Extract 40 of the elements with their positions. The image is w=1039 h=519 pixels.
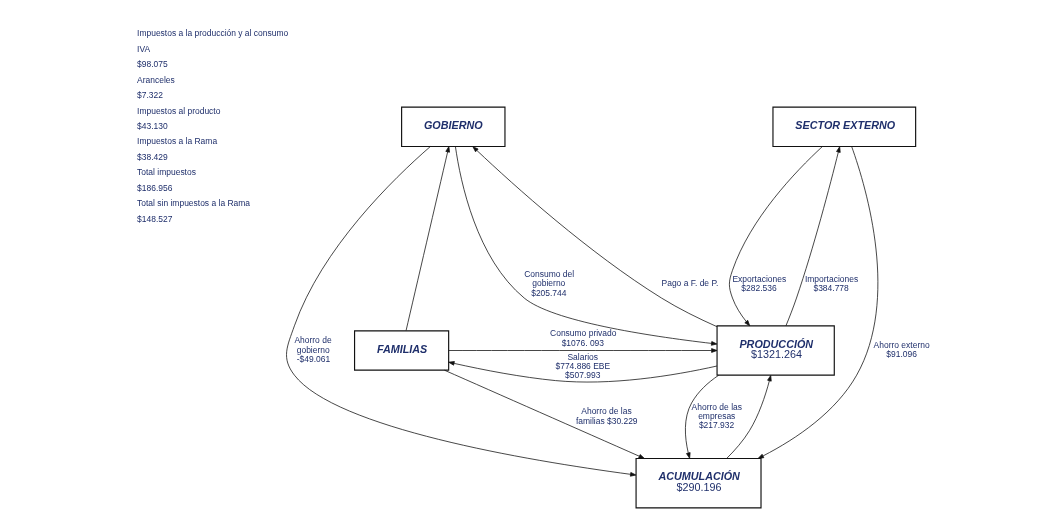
label: Aranceles [136, 74, 175, 85]
edge-label: Pago a F. de P. [661, 278, 718, 289]
label: Impuestos a la Rama [136, 136, 217, 147]
node-box: PRODUCCIÓN $1321.264 [715, 325, 835, 376]
node-box: GOBIERNO [400, 106, 506, 148]
arrow [405, 146, 450, 331]
arrow [454, 146, 717, 346]
arrow [448, 348, 717, 353]
edge-label: Ahorro externo $91.096 [873, 340, 930, 360]
label: IVA [136, 43, 150, 54]
arrow [684, 374, 719, 459]
label: $148.527 [136, 213, 172, 224]
arrow [728, 146, 823, 327]
arrow [785, 146, 841, 327]
arrow [447, 361, 717, 383]
arrow [443, 369, 645, 459]
edge-label: Exportaciones $282.536 [731, 273, 786, 293]
edge-label: Importaciones $384.778 [804, 273, 858, 293]
edge-label: Salarios $774.886 EBE $507.993 [554, 351, 610, 381]
node-box: ACUMULACIÓN $290.196 [635, 457, 762, 509]
label: $186.956 [136, 182, 172, 193]
label: $38.429 [136, 151, 168, 162]
edge-label: Ahorro de las familias $30.229 [575, 406, 638, 426]
label: Impuestos al producto [136, 105, 220, 116]
arrow [757, 146, 878, 459]
arrow [285, 146, 636, 477]
label: $98.075 [136, 59, 168, 70]
label: Total sin impuestos a la Rama [136, 198, 250, 209]
edge-label: Consumo privado $1076. 093 [549, 328, 616, 348]
arrow [725, 375, 772, 459]
label: $43.130 [136, 121, 168, 132]
label: Impuestos a la producción y al consumo [136, 28, 288, 39]
label: Total impuestos [136, 167, 196, 178]
label: $7.322 [136, 90, 163, 101]
edge-label: Ahorro de las empresas $217.932 [691, 401, 742, 431]
edge-label: Ahorro de gobierno -$49.061 [293, 335, 332, 364]
node-box: SECTOR EXTERNO [771, 106, 916, 148]
node-box: FAMILIAS [353, 330, 449, 371]
edge-label: Consumo del gobierno $205.744 [523, 269, 574, 298]
arrow [472, 146, 717, 328]
